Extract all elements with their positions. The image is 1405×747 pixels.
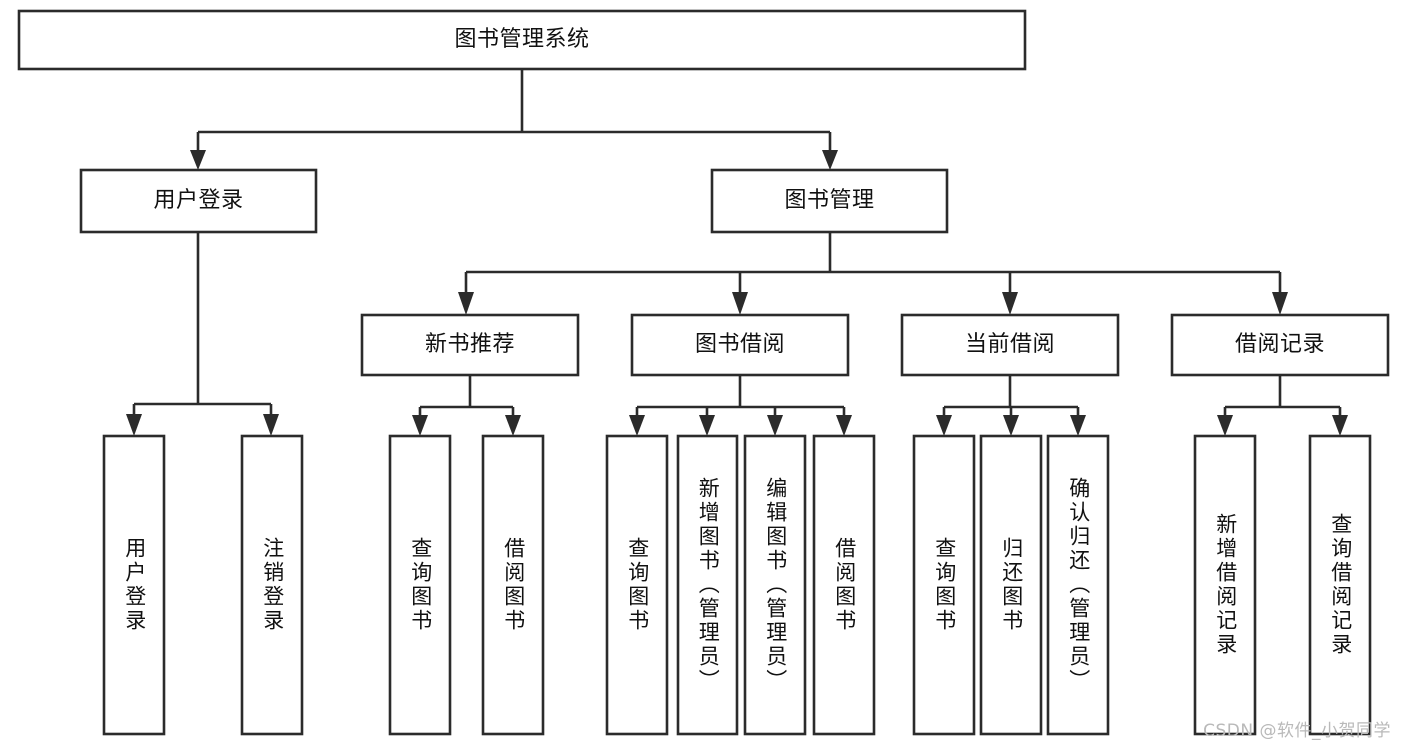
node-leaf-confirm-return-box[interactable] [1046,434,1110,736]
node-new-book-recommend-box[interactable] [360,313,580,377]
node-leaf-return-book-box[interactable] [979,434,1043,736]
arrow-to-leaf-borrow-book-1 [505,415,521,436]
arrow-to-leaf-add-book [699,415,715,436]
node-borrow-record-box[interactable] [1170,313,1390,377]
node-leaf-edit-book-box[interactable] [743,434,807,736]
node-current-borrow-box[interactable] [900,313,1120,377]
node-leaf-add-record-box[interactable] [1193,434,1257,736]
arrow-to-borrow-record [1272,292,1288,315]
arrow-to-leaf-user-login [126,414,142,436]
node-leaf-query-book-1-box[interactable] [388,434,452,736]
node-leaf-borrow-book-2-box[interactable] [812,434,876,736]
arrow-to-leaf-logout-login [263,414,279,436]
node-leaf-borrow-book-1-box[interactable] [481,434,545,736]
arrow-to-leaf-query-book-3 [936,415,952,436]
arrow-to-user-login [190,150,206,170]
arrow-to-book-manage [822,150,838,170]
node-leaf-query-record-box[interactable] [1308,434,1372,736]
arrow-to-leaf-borrow-book-2 [836,415,852,436]
arrow-to-current-borrow [1002,292,1018,315]
node-book-manage-box[interactable] [710,168,949,234]
node-root-box[interactable] [17,9,1027,71]
node-user-login-box[interactable] [79,168,318,234]
arrow-to-book-borrow [732,292,748,315]
arrow-to-leaf-query-book-2 [629,415,645,436]
arrow-to-new-book-recommend [458,292,474,315]
arrow-to-leaf-return-book [1003,415,1019,436]
arrow-to-leaf-query-book-1 [412,415,428,436]
arrow-to-leaf-edit-book [767,415,783,436]
arrow-to-leaf-add-record [1217,415,1233,436]
arrow-to-leaf-query-record [1332,415,1348,436]
node-leaf-logout-login-box[interactable] [240,434,304,736]
node-leaf-add-book-box[interactable] [676,434,739,736]
arrow-to-leaf-confirm-return [1070,415,1086,436]
node-leaf-query-book-3-box[interactable] [912,434,976,736]
node-leaf-user-login-box[interactable] [102,434,166,736]
node-book-borrow-box[interactable] [630,313,850,377]
node-leaf-query-book-2-box[interactable] [605,434,669,736]
